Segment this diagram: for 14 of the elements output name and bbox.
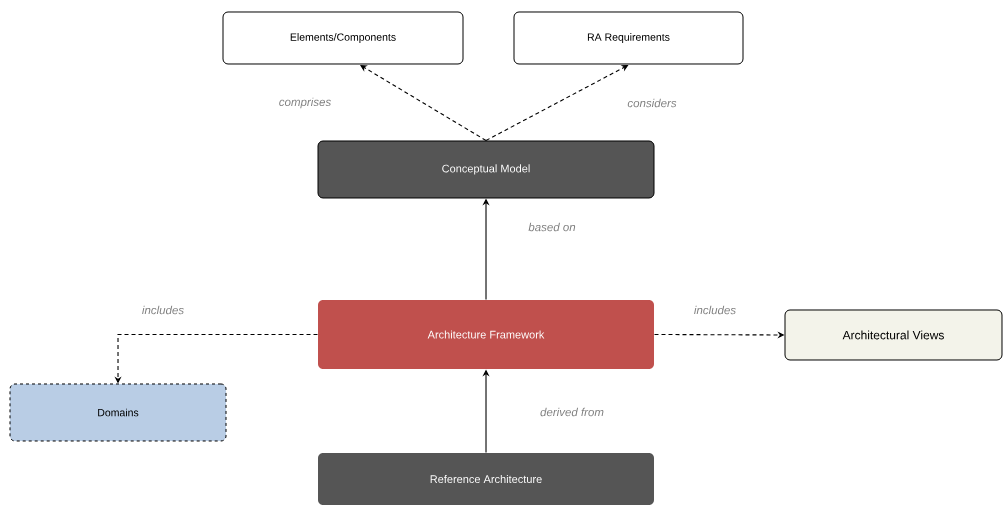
edge-label: derived from <box>540 407 604 417</box>
edge-label: considers <box>627 98 677 108</box>
edge-label: comprises <box>279 97 331 109</box>
process-box: RA Requirements <box>513 11 744 65</box>
process-box: Domains <box>9 383 227 442</box>
edge-label: includes <box>142 305 184 315</box>
arrow <box>360 65 487 142</box>
process-box: Conceptual Model <box>317 140 655 199</box>
edge-label: includes <box>694 305 736 315</box>
process-box: Architectural Views <box>784 309 1003 361</box>
process-box: Elements/Components <box>222 11 464 65</box>
process-box: Architecture Framework <box>318 300 654 369</box>
edge-label: based on <box>528 222 576 232</box>
process-box: Reference Architecture <box>318 453 654 505</box>
